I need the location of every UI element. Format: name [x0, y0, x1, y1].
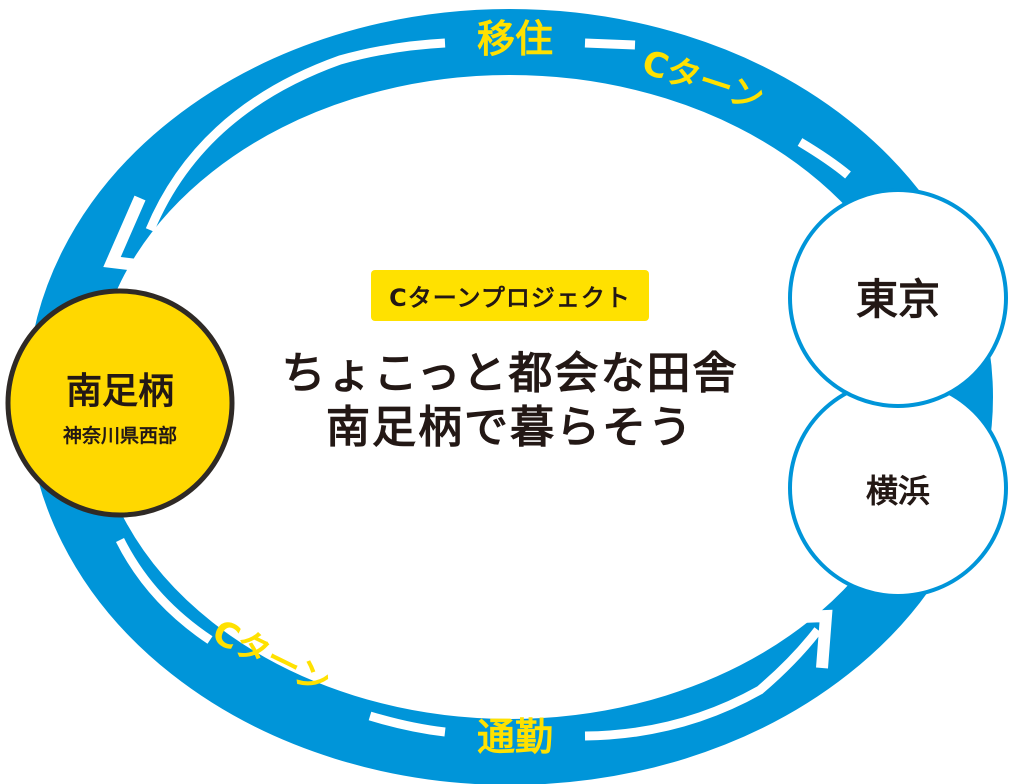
bottom-arc-word-2: 通勤: [477, 715, 553, 759]
project-badge: Cターンプロジェクト: [371, 270, 649, 321]
bottom-line-left: [115, 537, 213, 644]
headline-line-1: ちょこっと都会な田舎: [281, 348, 739, 399]
node-minamiashigara-name: 南足柄: [66, 371, 174, 412]
bottom-line-mid: [368, 711, 446, 737]
node-minamiashigara: 南足柄 神奈川県西部: [5, 288, 235, 518]
headline: ちょこっと都会な田舎 南足柄で暮らそう: [282, 347, 739, 455]
node-yokohama-name: 横浜: [866, 472, 930, 510]
top-line-mid: [584, 38, 636, 50]
top-line-right: [797, 138, 851, 179]
node-tokyo-name: 東京: [856, 275, 940, 324]
track-lines: [115, 38, 851, 741]
node-minamiashigara-sub: 神奈川県西部: [63, 424, 177, 447]
bottom-line-right: [584, 627, 822, 741]
arrow-left-icon: [103, 195, 179, 276]
headline-line-2: 南足柄で暮らそう: [325, 402, 694, 453]
node-yokohama: 横浜: [788, 378, 1008, 598]
top-arc-word-1: 移住: [477, 17, 553, 61]
center-content: Cターンプロジェクト ちょこっと都会な田舎 南足柄で暮らそう: [230, 270, 790, 455]
arrow-right-icon: [775, 609, 833, 669]
top-line-left: [145, 38, 446, 232]
node-tokyo: 東京: [788, 188, 1008, 408]
